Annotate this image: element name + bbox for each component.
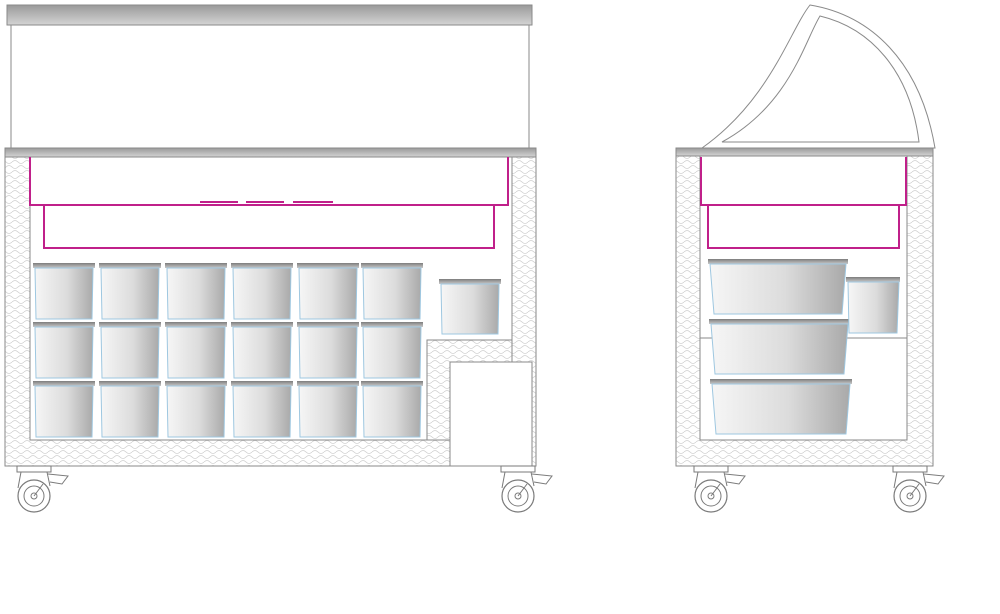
front-tub: [165, 263, 227, 320]
side-casters: [693, 465, 945, 513]
front-tub: [165, 381, 227, 438]
front-tub: [99, 322, 161, 379]
side-tub: [710, 379, 852, 435]
front-counter-rail: [4, 147, 537, 158]
front-tub: [297, 381, 359, 438]
front-tub: [297, 263, 359, 320]
front-tub: [361, 322, 423, 379]
front-view: [4, 4, 553, 513]
side-counter-rail: [675, 147, 934, 157]
front-tub: [231, 381, 293, 438]
front-casters: [16, 465, 553, 513]
front-lid-outline: [29, 157, 509, 249]
front-tub: [99, 263, 161, 320]
front-small-tub: [439, 279, 501, 335]
side-tub: [709, 319, 850, 375]
front-tub-grid: [33, 263, 423, 438]
caster-wheel: [892, 465, 945, 513]
caster-wheel: [16, 465, 69, 513]
front-tub: [231, 263, 293, 320]
side-small-tub: [846, 277, 900, 334]
side-tub: [708, 259, 848, 315]
side-view: [675, 4, 945, 513]
front-tub: [297, 322, 359, 379]
front-tub: [33, 263, 95, 320]
front-tub: [165, 322, 227, 379]
front-canopy: [6, 4, 533, 149]
front-tub: [231, 322, 293, 379]
caster-wheel: [693, 465, 746, 513]
front-compressor-recess: [449, 361, 533, 467]
side-lid-outline: [700, 157, 907, 249]
front-tub: [99, 381, 161, 438]
side-tub-stack: [708, 259, 852, 435]
side-curved-glass: [700, 4, 936, 149]
front-tub: [361, 381, 423, 438]
front-tub: [33, 381, 95, 438]
front-tub: [33, 322, 95, 379]
front-tub: [361, 263, 423, 320]
caster-wheel: [500, 465, 553, 513]
